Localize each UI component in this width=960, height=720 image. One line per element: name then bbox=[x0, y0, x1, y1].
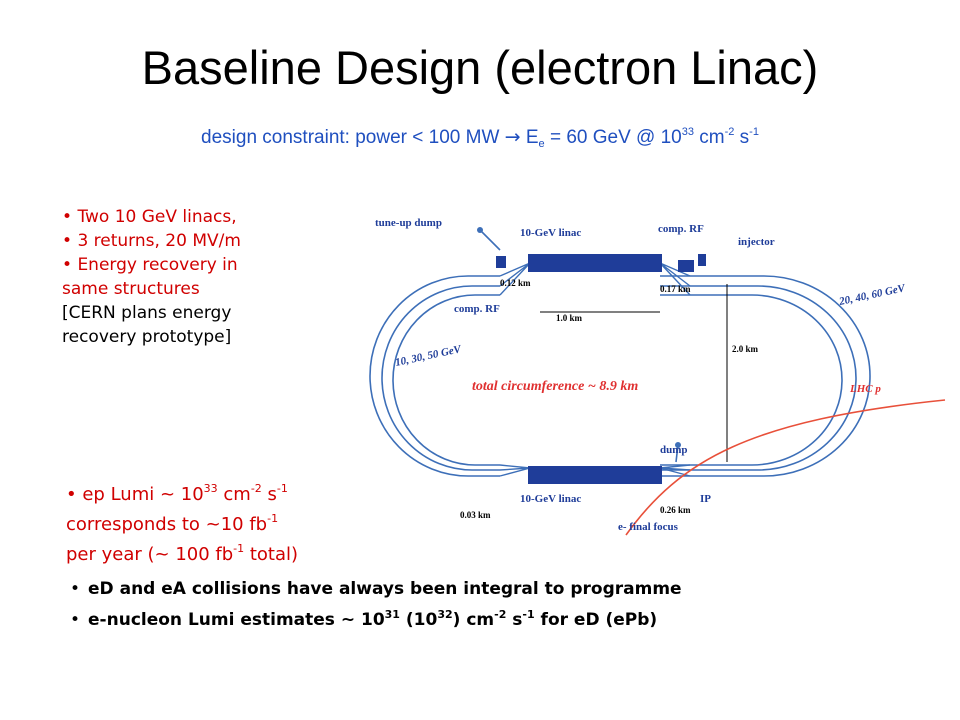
cern-note: [CERN plans energy bbox=[62, 303, 232, 323]
list-item-text: ) cm bbox=[452, 610, 495, 630]
label-energies-right: 20, 40, 60 GeV bbox=[837, 282, 908, 308]
label-dist-10: 1.0 km bbox=[556, 313, 583, 323]
list-item-text: (10 bbox=[399, 610, 438, 630]
lumi-line-2: corresponds to ~10 fb-1 bbox=[66, 507, 906, 537]
label-dist-026: 0.26 km bbox=[660, 505, 691, 515]
right-arc-mid bbox=[660, 285, 857, 471]
bullet: • bbox=[62, 207, 73, 227]
exp: 31 bbox=[384, 608, 400, 621]
top-left-connector bbox=[499, 262, 531, 296]
exp: -1 bbox=[522, 608, 535, 621]
lumi-per-year: per year (~ 100 fb bbox=[66, 544, 234, 565]
lumi-exp: -1 bbox=[276, 482, 288, 495]
design-features-list: • Two 10 GeV linacs, • 3 returns, 20 MV/… bbox=[62, 205, 322, 349]
label-energies-left: 10, 30, 50 GeV bbox=[394, 343, 464, 369]
injector-block bbox=[698, 254, 706, 266]
slide-subtitle: design constraint: power < 100 MW → Ee =… bbox=[0, 119, 960, 157]
bullet: • bbox=[62, 255, 73, 275]
label-dist-017: 0.17 km bbox=[660, 284, 691, 294]
bullet: • bbox=[62, 231, 73, 251]
lumi-cm: cm bbox=[217, 484, 251, 505]
lumi-exp: 33 bbox=[203, 482, 218, 495]
label-ip: IP bbox=[700, 493, 711, 505]
list-item-text: eD and eA collisions have always been in… bbox=[88, 579, 682, 599]
list-item: • eD and eA collisions have always been i… bbox=[70, 576, 930, 602]
subtitle-constraint: design constraint: power < 100 MW bbox=[201, 127, 500, 148]
luminosity-notes: • ep Lumi ~ 1033 cm-2 s-1 corresponds to… bbox=[66, 477, 906, 567]
linac-top bbox=[528, 254, 662, 272]
label-linac-bottom: 10-GeV linac bbox=[520, 493, 581, 505]
lumi-line-3: per year (~ 100 fb-1 total) bbox=[66, 537, 906, 567]
label-dist-003: 0.03 km bbox=[460, 510, 491, 520]
subtitle-exponent-cm: -2 bbox=[724, 126, 735, 138]
proton-beam bbox=[625, 399, 946, 536]
list-item-text: Energy recovery in bbox=[77, 255, 238, 275]
lumi-total: total) bbox=[244, 544, 299, 565]
list-item: • 3 returns, 20 MV/m bbox=[62, 229, 322, 253]
return-arcs bbox=[369, 275, 871, 477]
bullet: • bbox=[70, 579, 81, 599]
label-tune-up-dump: tune-up dump bbox=[375, 217, 442, 229]
subtitle-exponent-s: -1 bbox=[749, 126, 759, 138]
linac-ring-diagram: tune-up dump 10-GeV linac comp. RF injec… bbox=[369, 217, 946, 536]
lumi-exp: -2 bbox=[250, 482, 262, 495]
dump-icon bbox=[675, 442, 681, 448]
label-dist-20: 2.0 km bbox=[732, 344, 759, 354]
lumi-exp: -1 bbox=[233, 542, 245, 555]
subtitle-energy-value: = 60 GeV @ 10 bbox=[544, 127, 682, 148]
lumi-exp: -1 bbox=[267, 512, 279, 525]
list-item: • e-nucleon Lumi estimates ~ 1031 (1032) … bbox=[70, 602, 930, 633]
tune-up-dump-icon bbox=[477, 227, 483, 233]
right-arrow-icon: → bbox=[504, 126, 521, 148]
subtitle-cm: cm bbox=[694, 127, 725, 148]
bullet: • bbox=[70, 610, 81, 630]
subtitle-energy-symbol: E bbox=[525, 127, 539, 148]
comp-rf-left-block bbox=[496, 256, 506, 268]
exp: 32 bbox=[437, 608, 453, 621]
lumi-s: s bbox=[261, 484, 277, 505]
subtitle-energy-subscript: e bbox=[538, 138, 545, 150]
cern-note: recovery prototype] bbox=[62, 327, 232, 347]
lumi-ep-text: ep Lumi ~ 10 bbox=[82, 484, 204, 505]
list-item-text: s bbox=[506, 610, 523, 630]
label-total-circumference: total circumference ~ 8.9 km bbox=[472, 379, 638, 394]
subtitle-s: s bbox=[734, 127, 750, 148]
collisions-list: • eD and eA collisions have always been i… bbox=[70, 576, 930, 633]
label-dist-012: 0.12 km bbox=[500, 278, 531, 288]
bullet: • bbox=[66, 484, 77, 505]
label-lhc-p: LHC p bbox=[849, 383, 881, 395]
list-item-text: for eD (ePb) bbox=[534, 610, 658, 630]
left-arc-outer bbox=[369, 275, 500, 477]
label-dump: dump bbox=[660, 444, 688, 456]
slide-title: Baseline Design (electron Linac) bbox=[141, 41, 819, 94]
left-arc-mid bbox=[381, 285, 500, 471]
lumi-line-1: • ep Lumi ~ 1033 cm-2 s-1 bbox=[66, 477, 906, 507]
top-right-connector bbox=[659, 262, 691, 296]
left-arc-inner bbox=[392, 294, 500, 466]
list-item: • Energy recovery in bbox=[62, 253, 322, 277]
comp-rf-right-block bbox=[678, 260, 694, 272]
list-item-text: 3 returns, 20 MV/m bbox=[77, 231, 241, 251]
exp: -2 bbox=[494, 608, 507, 621]
label-linac-top: 10-GeV linac bbox=[520, 227, 581, 239]
list-item: • Two 10 GeV linacs, bbox=[62, 205, 322, 229]
label-comp-rf-top: comp. RF bbox=[658, 223, 704, 235]
tune-up-dump-line bbox=[479, 229, 501, 251]
linac-bottom bbox=[528, 466, 662, 484]
label-final-focus: e- final focus bbox=[618, 521, 679, 533]
bottom-left-connector bbox=[499, 464, 531, 477]
list-item-continuation: same structures bbox=[62, 279, 200, 299]
label-comp-rf-left: comp. RF bbox=[454, 303, 500, 315]
right-arc-inner bbox=[660, 294, 843, 466]
right-arc-outer bbox=[660, 275, 871, 477]
list-item-text: e-nucleon Lumi estimates ~ 10 bbox=[88, 610, 385, 630]
label-injector: injector bbox=[738, 236, 775, 248]
list-item-text: Two 10 GeV linacs, bbox=[77, 207, 237, 227]
subtitle-exponent-33: 33 bbox=[681, 126, 694, 138]
lumi-corresponds: corresponds to ~10 fb bbox=[66, 514, 268, 535]
